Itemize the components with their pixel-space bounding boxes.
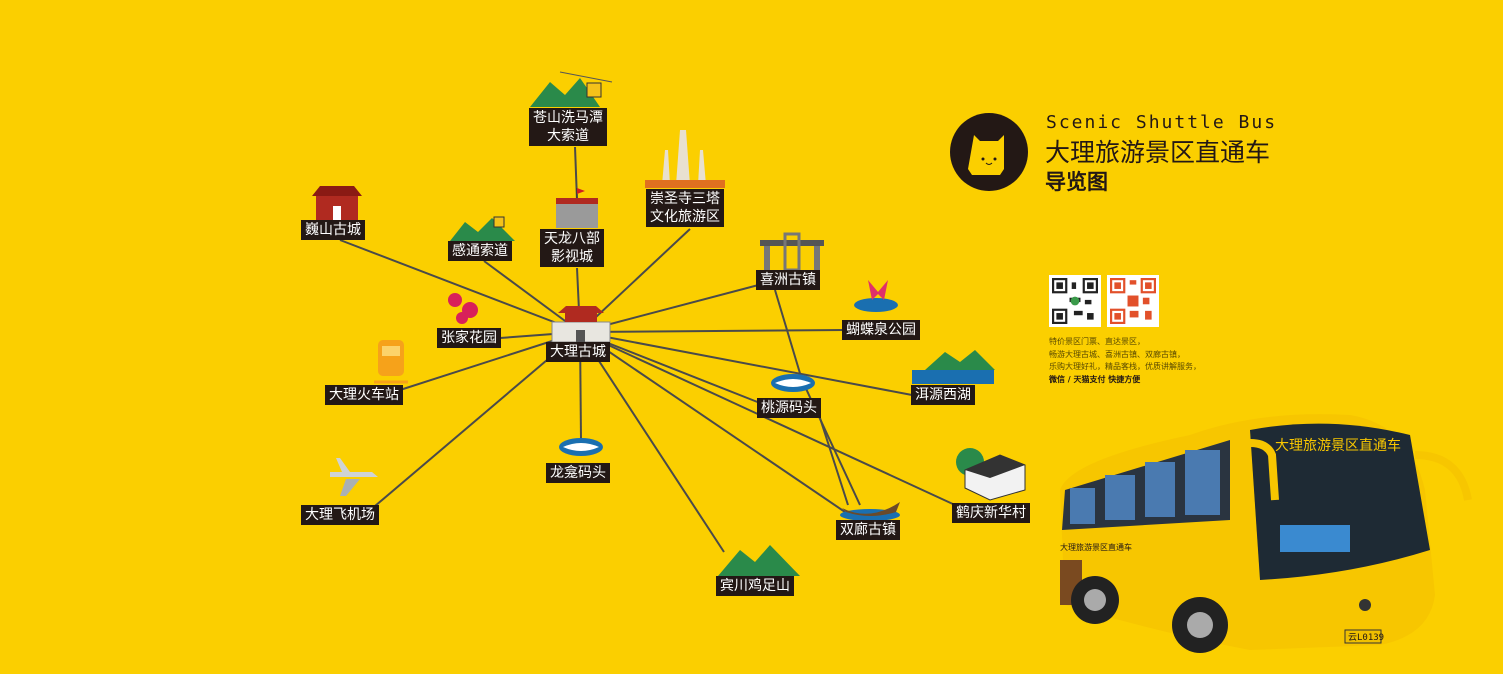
service-info: 特价景区门票、直达景区， 畅游大理古城、喜洲古镇、双廊古镇， 乐购大理好礼，精品… [1049,336,1201,386]
label-line: 文化旅游区 [650,209,720,225]
label-weishan[interactable]: 巍山古城 [301,220,365,240]
label-train[interactable]: 大理火车站 [325,385,403,405]
taoyuan-fish-icon [771,374,815,392]
butterfly-icon [854,280,898,312]
tmall-qr-code[interactable] [1107,275,1159,327]
label-gantong[interactable]: 感通索道 [448,241,512,261]
gantong-cable-icon [450,216,515,241]
shuttle-bus-image: 大理旅游景区直通车 大理旅游景区直通车 云L0139 [1060,414,1472,653]
flower-icon [448,293,478,324]
boat-icon [840,502,900,521]
brand-subtitle: 导览图 [1045,170,1108,194]
info-line: 畅游大理古城、喜洲古镇、双廊古镇， [1049,349,1185,359]
label-line: 大索道 [547,128,589,144]
label-longkan[interactable]: 龙龛码头 [546,463,610,483]
license-plate: 云L0139 [1348,633,1384,643]
brand-title-cn: 大理旅游景区直通车 [1045,138,1271,167]
airplane-icon [330,458,378,496]
label-line: 天龙八部 [544,231,600,247]
label-shuanglang[interactable]: 双廊古镇 [836,520,900,540]
label-chongsheng[interactable]: 崇圣寺三塔文化旅游区 [646,189,724,227]
label-tianlong[interactable]: 天龙八部影视城 [540,229,604,267]
payment-info: 微信 / 天猫支付 快捷方便 [1049,374,1141,384]
label-hudiequan[interactable]: 蝴蝶泉公园 [842,320,920,340]
info-line: 特价景区门票、直达景区， [1049,337,1145,346]
train-icon [374,340,408,384]
pagoda-icon [645,130,725,188]
bus-destination-sign: 大理旅游景区直通车 [1275,437,1401,454]
jizu-mountain-icon [718,545,800,576]
weishan-gate-icon [312,186,362,220]
wechat-qr-code[interactable] [1049,275,1101,327]
label-heqing[interactable]: 鹤庆新华村 [952,503,1030,523]
label-zhangjia[interactable]: 张家花园 [437,328,501,348]
label-jizu[interactable]: 宾川鸡足山 [716,576,794,596]
label-cangshan[interactable]: 苍山洗马潭大索道 [529,108,607,146]
label-eryuan[interactable]: 洱源西湖 [911,385,975,405]
label-line: 影视城 [551,249,593,265]
cable-car-mountain-icon [530,71,613,107]
label-hub[interactable]: 大理古城 [546,342,610,362]
bus-side-text: 大理旅游景区直通车 [1060,542,1132,552]
heqing-house-icon [956,448,1026,501]
label-line: 苍山洗马潭 [533,110,603,126]
label-line: 崇圣寺三塔 [650,191,720,207]
label-xizhou[interactable]: 喜洲古镇 [756,270,820,290]
brand-title-en: Scenic Shuttle Bus [1046,112,1278,133]
label-airport[interactable]: 大理飞机场 [301,505,379,525]
longkan-fish-icon [559,438,603,456]
hub-gate-icon [551,306,611,343]
xizhou-archway-icon [760,232,824,272]
label-taoyuan[interactable]: 桃源码头 [757,398,821,418]
tianlong-castle-icon [556,188,598,228]
info-line: 乐购大理好礼，精品客栈，优质讲解服务， [1049,362,1201,371]
lake-icon [912,350,995,384]
bear-face-icon [950,113,1028,191]
